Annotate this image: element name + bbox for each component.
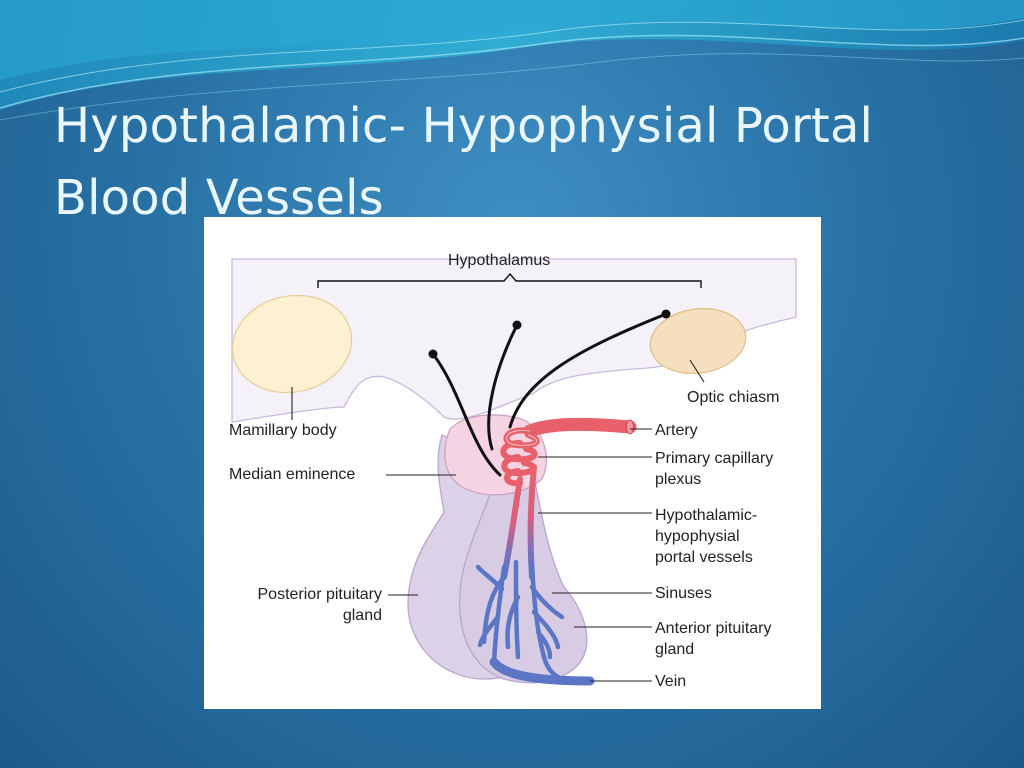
optic-chiasm bbox=[649, 307, 747, 375]
label-hypothalamus: Hypothalamus bbox=[448, 252, 551, 269]
slide-title-line-1: Hypothalamic- Hypophysial Portal bbox=[54, 98, 874, 155]
hypothalamic-neurons bbox=[431, 312, 668, 477]
hypothalamus-bracket bbox=[317, 272, 702, 288]
label-median-eminence: Median eminence bbox=[229, 466, 356, 483]
label-anterior-pituitary: Anterior pituitary gland bbox=[655, 620, 772, 658]
label-primary-capillary-plexus: Primary capillary plexus bbox=[655, 450, 774, 488]
label-portal-vessels: Hypothalamic- hypophysial portal vessels bbox=[655, 507, 758, 566]
label-mamillary-body: Mamillary body bbox=[229, 422, 337, 439]
label-posterior-pituitary: Posterior pituitary gland bbox=[257, 586, 383, 624]
neuron-cell-bodies bbox=[428, 309, 671, 359]
label-sinuses: Sinuses bbox=[655, 585, 712, 602]
mamillary-body bbox=[231, 294, 353, 394]
slide-title: Hypothalamic- Hypophysial Portal Blood V… bbox=[54, 90, 994, 234]
slide-title-line-2: Blood Vessels bbox=[54, 170, 384, 227]
portal-system-figure: Hypothalamus Optic chiasm Mamillary body… bbox=[204, 217, 821, 709]
leader-lines bbox=[291, 359, 705, 682]
label-vein: Vein bbox=[655, 673, 687, 690]
vein-vessel bbox=[489, 657, 595, 686]
label-artery: Artery bbox=[655, 422, 698, 439]
label-optic-chiasm: Optic chiasm bbox=[687, 389, 780, 406]
artery-vessel bbox=[523, 417, 637, 438]
portal-system-diagram bbox=[231, 258, 797, 686]
header-waves-decoration bbox=[0, 0, 1024, 121]
sinuses bbox=[475, 559, 569, 684]
